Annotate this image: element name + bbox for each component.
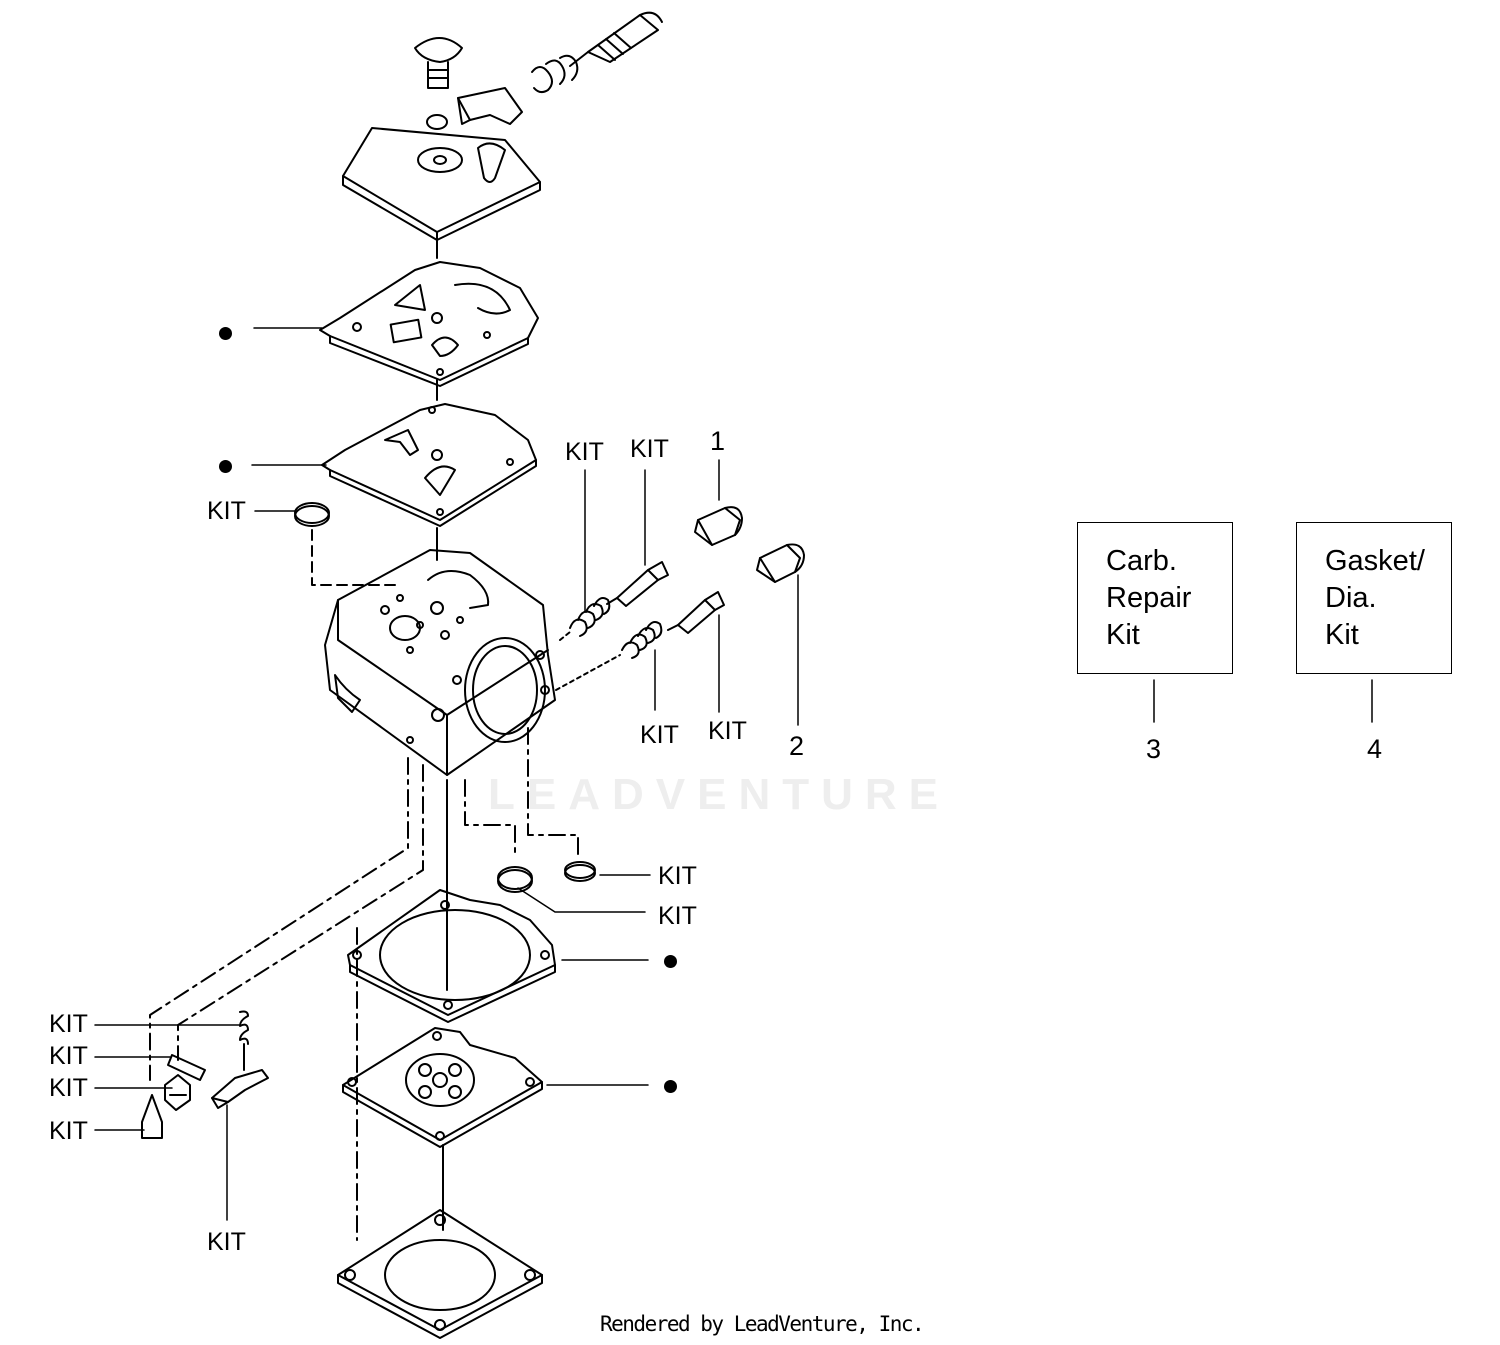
gasket-dia-kit-line: Kit: [1325, 619, 1359, 651]
callout-kit-needle-lower: KIT: [708, 717, 747, 745]
top-screw: [414, 37, 463, 89]
upper-gasket-2: [321, 403, 537, 527]
reference-number-1: 1: [710, 426, 726, 456]
lower-screen: [564, 861, 596, 882]
callout-kit-spring-lower: KIT: [640, 721, 679, 749]
low-speed-spring: [555, 621, 663, 691]
bullet-marker: [664, 955, 677, 968]
low-speed-needle: [667, 591, 725, 634]
callout-kit-inlet-lever: KIT: [207, 1228, 246, 1256]
carb-repair-kit-line: Kit: [1106, 619, 1140, 651]
limiter-cap-2: [756, 543, 805, 583]
callout-kit-lever-spring: KIT: [49, 1010, 88, 1038]
rendered-by-footer: Rendered by LeadVenture, Inc.: [600, 1312, 925, 1336]
bullet-marker: [219, 327, 232, 340]
bullet-marker: [664, 1080, 677, 1093]
gasket-dia-kit-box: Gasket/ Dia. Kit: [1296, 522, 1452, 674]
callout-kit-lever-screw: KIT: [49, 1074, 88, 1102]
inlet-needle: [141, 1094, 163, 1139]
small-screen-left: [294, 502, 401, 586]
callout-kit-check-valve: KIT: [658, 902, 697, 930]
top-cover: [342, 114, 541, 241]
watermark: LEADVENTURE: [488, 770, 951, 819]
high-speed-spring: [559, 597, 611, 641]
bottom-cover: [337, 1209, 543, 1339]
top-needle-spring: [531, 11, 663, 94]
bullet-marker: [219, 460, 232, 473]
carb-repair-kit-box: Carb. Repair Kit: [1077, 522, 1233, 674]
callout-kit-inlet-needle: KIT: [49, 1117, 88, 1145]
dashed-assembly-lines: [149, 727, 579, 1241]
lever-pin: [167, 1054, 206, 1081]
reference-number-3: 3: [1146, 734, 1162, 764]
gasket-dia-kit-line: Gasket/: [1325, 545, 1425, 577]
lever-bracket: [457, 87, 523, 125]
callout-kit-spring-upper: KIT: [565, 438, 604, 466]
high-speed-needle: [606, 561, 669, 607]
diaphragm: [342, 1027, 543, 1148]
centre-axis-line: [436, 231, 448, 1231]
carb-repair-kit-line: Carb.: [1106, 545, 1177, 577]
lower-check-valve: [497, 866, 533, 893]
carb-repair-kit-line: Repair: [1106, 582, 1192, 614]
callout-kit-left-screen: KIT: [207, 497, 246, 525]
lever-screw: [164, 1074, 191, 1111]
callout-kit-needle-upper: KIT: [630, 435, 669, 463]
upper-gasket-1: [319, 261, 539, 387]
inlet-lever-spring: [239, 1010, 249, 1071]
carburetor-body: [324, 549, 556, 776]
inlet-lever: [211, 1069, 269, 1109]
reference-number-4: 4: [1367, 734, 1383, 764]
limiter-cap-1: [694, 506, 743, 546]
callout-kit-lower-screen: KIT: [658, 862, 697, 890]
leader-lines: [94, 327, 1373, 1221]
reference-number-2: 2: [789, 731, 805, 761]
lower-gasket: [347, 889, 556, 1023]
callout-kit-lever-pin: KIT: [49, 1042, 88, 1070]
gasket-dia-kit-line: Dia.: [1325, 582, 1377, 614]
